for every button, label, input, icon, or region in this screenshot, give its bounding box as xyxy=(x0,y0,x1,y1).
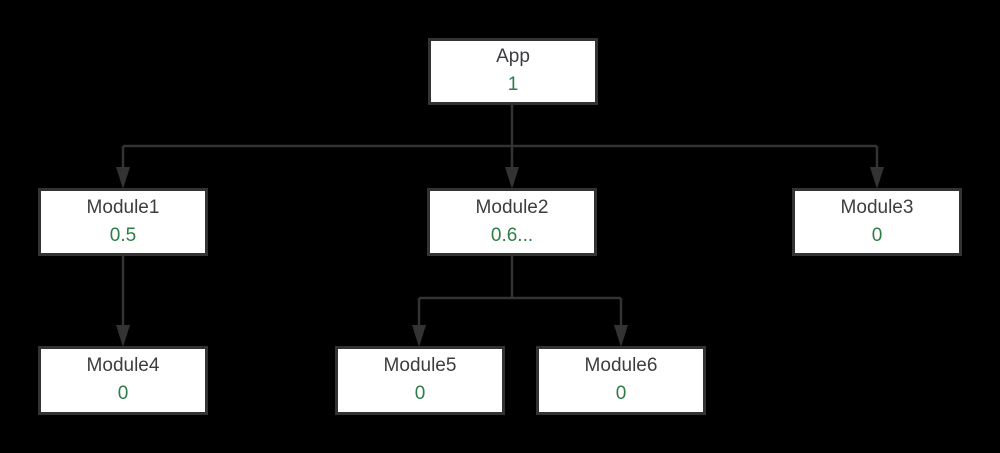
edge-app-children xyxy=(116,105,884,189)
node-module4: Module4 0 xyxy=(38,346,208,415)
arrowhead-module4 xyxy=(116,325,130,347)
arrowhead-module2 xyxy=(505,167,519,189)
edge-module1-module4 xyxy=(116,256,130,347)
node-title: App xyxy=(496,46,530,68)
node-value: 0 xyxy=(414,383,426,405)
node-title: Module1 xyxy=(86,196,160,218)
edge-module2-children xyxy=(412,256,628,347)
node-value: 0 xyxy=(117,383,129,405)
node-value: 0 xyxy=(871,224,883,246)
node-value: 0.5 xyxy=(109,224,137,246)
node-value: 0 xyxy=(615,383,627,405)
node-title: Module2 xyxy=(475,196,549,218)
node-title: Module5 xyxy=(383,354,457,376)
node-title: Module3 xyxy=(840,196,914,218)
node-module1: Module1 0.5 xyxy=(38,188,208,256)
arrowhead-module1 xyxy=(116,167,130,189)
node-module3: Module3 0 xyxy=(792,188,962,256)
arrowhead-module5 xyxy=(412,325,426,347)
arrowhead-module6 xyxy=(614,325,628,347)
node-title: Module6 xyxy=(584,354,658,376)
arrowhead-module3 xyxy=(870,167,884,189)
node-module5: Module5 0 xyxy=(335,346,505,415)
node-value: 1 xyxy=(507,73,519,95)
node-module2: Module2 0.6... xyxy=(427,188,597,256)
node-module6: Module6 0 xyxy=(536,346,706,415)
node-value: 0.6... xyxy=(490,224,534,246)
node-app: App 1 xyxy=(428,38,598,105)
node-title: Module4 xyxy=(86,354,160,376)
